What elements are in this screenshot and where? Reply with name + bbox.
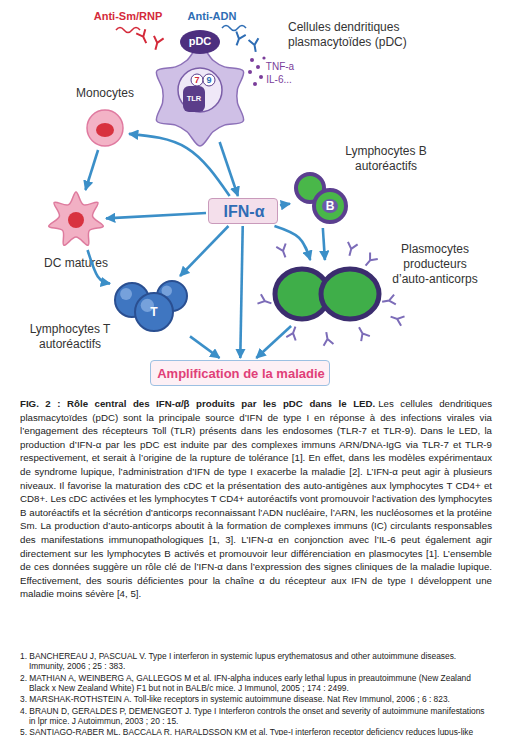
cell-drawing: [83, 108, 127, 148]
arrow-connector: [129, 134, 230, 196]
cytokine-dots: [248, 56, 266, 86]
mediator-box: IFN-α: [208, 198, 278, 224]
mediator-label: IFN-α: [209, 199, 279, 225]
reference-entry: 4. BRAUN D, GERALDES P, DEMENGEOT J. Typ…: [20, 706, 492, 726]
cell-nucleus: [322, 199, 338, 213]
outcome-box: Amplification de la maladie: [150, 360, 330, 386]
cell-letter: T: [150, 305, 157, 319]
antibody: [136, 29, 151, 45]
dna-strand: [222, 26, 246, 31]
pdc-cell: Cellules dendritiques plasmacytoïdes (pD…: [150, 28, 250, 140]
outcome-label: Amplification de la maladie: [151, 361, 331, 387]
cytokine-label: IL-6...: [266, 74, 292, 85]
arrow-connector: [323, 228, 325, 260]
receptor-ring: [191, 74, 203, 86]
cell-membrane: [49, 192, 104, 245]
dendritic-cell: DC matures: [48, 192, 104, 248]
cell-label: Lymphocytes B autoréactifs: [340, 144, 432, 174]
receptor-ring: [203, 74, 215, 86]
antibody: [151, 36, 164, 51]
arrow-connector: [180, 226, 228, 276]
arrow-connector: [256, 326, 291, 358]
reference-entry: 5. SANTIAGO-RABER ML, BACCALA R, HARALDS…: [20, 727, 492, 735]
cell-label: Monocytes: [69, 86, 141, 101]
antibody-label: Anti-ADN: [188, 10, 237, 22]
endosome: [178, 68, 222, 112]
reference-list: 1. BANCHEREAU J, PASCUAL V. Type I inter…: [20, 651, 492, 735]
arrow-connector: [85, 150, 98, 190]
cell-label: DC matures: [34, 256, 118, 271]
cell-nucleus: [96, 123, 114, 137]
cell-membrane: [156, 46, 243, 146]
reference-entry: 1. BANCHEREAU J, PASCUAL V. Type I inter…: [20, 651, 492, 671]
cell-drawing: [48, 192, 104, 248]
arrow-connector: [220, 142, 238, 196]
cytokine-label: TNF-a: [266, 61, 294, 72]
arrow-connector: [106, 213, 206, 218]
arrow-connector: [240, 226, 242, 358]
antibody: [232, 31, 246, 47]
cell-membrane: [135, 293, 173, 331]
receptor-number: 9: [206, 75, 211, 85]
rna-strand: [116, 28, 140, 33]
figure-title: FIG. 2 : Rôle central des IFN-α/β produi…: [20, 398, 375, 409]
cell-drawing: [112, 278, 188, 336]
antibodies: [257, 242, 404, 346]
cell-highlight: [120, 288, 132, 300]
cell-drawing: [272, 262, 382, 324]
plasma-cell: Plasmocytes producteurs d’auto-anticorps: [272, 262, 382, 324]
tlr-receptor: [183, 86, 205, 112]
cell-nucleus: [68, 212, 84, 228]
cell-nucleus: [180, 30, 220, 54]
cell-letter: B: [326, 199, 335, 213]
arrow-connector: [280, 204, 290, 206]
cell-membrane: [321, 269, 379, 319]
arrow-connector: [274, 226, 310, 260]
cell-membrane: [314, 190, 346, 222]
receptor-number: 7: [194, 75, 199, 85]
cell-name: pDC: [180, 35, 220, 48]
cell-heading: Cellules dendritiques plasmacytoïdes (pD…: [288, 20, 438, 50]
receptor-label: TLR: [187, 94, 202, 103]
reference-entry: 3. MARSHAK-ROTHSTEIN A. Toll-like recept…: [20, 694, 492, 704]
caption-block: FIG. 2 : Rôle central des IFN-α/β produi…: [20, 397, 492, 601]
cell-membrane: [87, 110, 123, 146]
reference-entry: 2. MATHIAN A, WEINBERG A, GALLEGOS M et …: [20, 673, 492, 693]
antibody-label: Anti-Sm/RNP: [94, 10, 162, 22]
cell-label: Plasmocytes producteurs d’auto-anticorps: [384, 242, 486, 287]
cell-drawing: [292, 172, 350, 226]
t-cell: Lymphocytes T autoréactifs: [112, 278, 188, 336]
antibody: [249, 38, 261, 53]
cell-label: Lymphocytes T autoréactifs: [24, 322, 116, 352]
figure-caption: Les cellules dendritiques plasmacytoïdes…: [20, 398, 492, 599]
b-cell: Lymphocytes B autoréactifs: [292, 172, 350, 226]
monocyte-cell: Monocytes: [83, 108, 127, 148]
arrow-connector: [190, 336, 220, 358]
